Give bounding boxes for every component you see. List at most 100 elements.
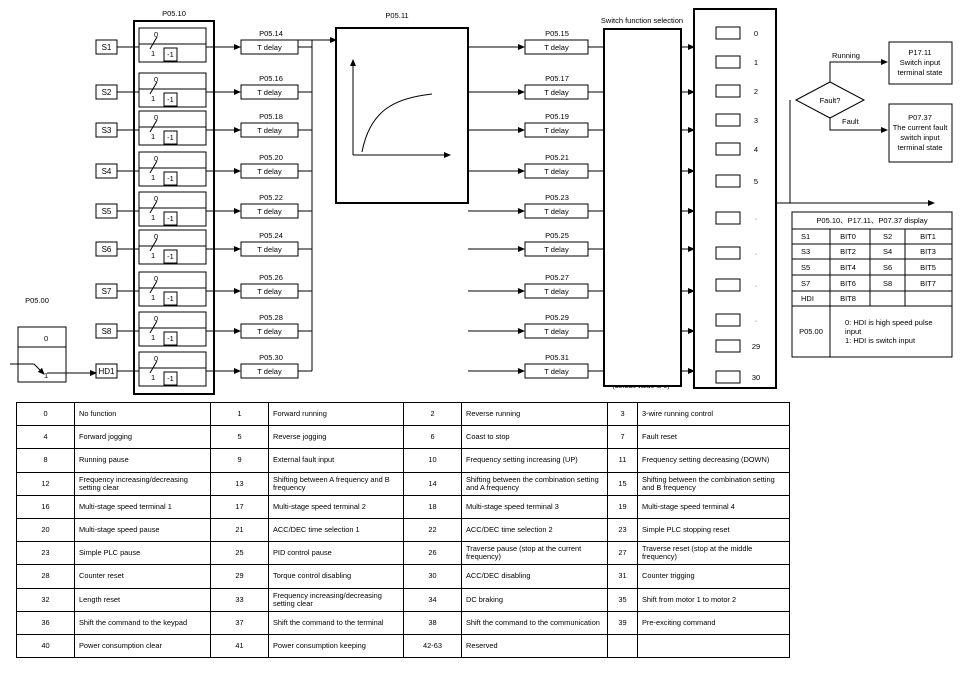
option-zero: 0: [154, 314, 158, 323]
switch-lever: [149, 280, 158, 294]
function-slot-box: [715, 339, 741, 353]
inverter-label: -1: [167, 252, 174, 261]
function-name: Frequency increasing/decreasing setting …: [268, 587, 404, 612]
function-code: 9: [210, 448, 269, 473]
function-code: 19: [607, 494, 638, 519]
terminal-name: S2: [102, 88, 112, 97]
function-slot: 29: [715, 339, 760, 353]
display-cell: S3: [801, 247, 810, 256]
function-code: 13: [210, 471, 269, 496]
function-name: Shift from motor 1 to motor 2: [637, 587, 790, 612]
option-one: 1: [151, 293, 155, 302]
p0737-desc-3: terminal state: [897, 143, 942, 152]
function-name: Running pause: [74, 448, 211, 473]
function-slot: 1: [715, 55, 758, 69]
p1711-desc-2: terminal state: [897, 68, 942, 77]
function-name: Power consumption clear: [74, 633, 211, 659]
function-code: 34: [403, 587, 462, 612]
terminal-name: S1: [102, 43, 112, 52]
function-name: [637, 633, 790, 659]
switch-function-title: Switch function selection: [601, 16, 683, 25]
function-slot-box: [715, 26, 741, 40]
function-name: Shifting between A frequency and B frequ…: [268, 471, 404, 496]
output-delay-label: T delay: [544, 167, 569, 176]
inverter-box: [163, 331, 178, 346]
input-delay-label: T delay: [257, 167, 282, 176]
function-code: 21: [210, 517, 269, 543]
fault-branch-arrow: [829, 118, 888, 133]
function-name: Pre-exciting command: [637, 610, 790, 635]
option-one: 1: [151, 49, 155, 58]
p1711-box: [888, 41, 953, 85]
function-name: Counter trigging: [637, 564, 790, 589]
function-slot-label: 5: [754, 177, 758, 186]
function-slot-label: 3: [754, 116, 758, 125]
input-delay-label: T delay: [257, 126, 282, 135]
input-delay-param: P05.16: [259, 74, 283, 83]
function-name: PID control pause: [268, 541, 404, 566]
p0500-switch-lever: [33, 363, 45, 375]
running-label: Running: [832, 51, 860, 60]
function-code: 25: [210, 541, 269, 566]
function-code: 3: [607, 401, 638, 427]
p0500-switch-box: [17, 326, 67, 383]
function-name: Simple PLC stopping reset: [637, 517, 790, 543]
input-delay-label: T delay: [257, 245, 282, 254]
function-name: ACC/DEC disabling: [461, 564, 608, 589]
function-name: Multi-stage speed pause: [74, 517, 211, 543]
option-zero: 0: [154, 354, 158, 363]
function-name: Frequency setting increasing (UP): [461, 448, 608, 473]
function-name: Multi-stage speed terminal 3: [461, 494, 608, 519]
function-slot: ·: [715, 246, 757, 260]
display-cell: BIT5: [920, 263, 936, 272]
inverter-box: [163, 211, 178, 226]
p0500-desc-2: input: [845, 327, 862, 336]
p0737-label: P07.37: [908, 113, 932, 122]
function-slot-label: 29: [752, 342, 760, 351]
function-code: 12: [16, 471, 75, 496]
function-code: 26: [403, 541, 462, 566]
filter-curve: [361, 93, 433, 153]
output-delay-label: T delay: [544, 245, 569, 254]
function-slot-label: 1: [754, 58, 758, 67]
function-slot-label: 0: [754, 29, 758, 38]
p0511-label: P05.11: [385, 11, 408, 20]
function-code: 0: [16, 401, 75, 427]
function-name: Simple PLC pause: [74, 541, 211, 566]
p0500-option-0: 0: [44, 334, 48, 343]
function-code: 11: [607, 448, 638, 473]
inverter-box: [163, 371, 178, 386]
output-delay-param: P05.23: [545, 193, 569, 202]
p1711-label: P17.11: [908, 48, 931, 57]
output-delay-param: P05.15: [545, 29, 569, 38]
inverter-label: -1: [167, 334, 174, 343]
p0511-filter-box: [335, 27, 469, 204]
p0510-label: P05.10: [162, 9, 186, 18]
function-name: Frequency increasing/decreasing setting …: [74, 471, 211, 496]
function-name: External fault input: [268, 448, 404, 473]
fault-label: Fault: [842, 117, 860, 126]
terminal-name: S7: [102, 287, 112, 296]
function-slot: 0: [715, 26, 758, 40]
inverter-box: [163, 47, 178, 62]
function-code: 8: [16, 448, 75, 473]
p0737-desc-1: The current fault: [893, 123, 949, 132]
input-delay-param: P05.18: [259, 112, 283, 121]
inverter-box: [163, 171, 178, 186]
function-code: 29: [210, 564, 269, 589]
function-slot: 3: [715, 113, 758, 127]
terminal-block-diagram: P05.10 P05.11 Switch function selection …: [10, 8, 953, 395]
function-slot: ·: [715, 211, 757, 225]
inverter-box: [163, 130, 178, 145]
display-cell: S7: [801, 279, 810, 288]
function-slot-label: 30: [752, 373, 760, 382]
function-code: 33: [210, 587, 269, 612]
display-cell: BIT8: [840, 294, 856, 303]
function-code: 38: [403, 610, 462, 635]
switch-lever: [149, 320, 158, 334]
display-cell: S6: [883, 263, 892, 272]
